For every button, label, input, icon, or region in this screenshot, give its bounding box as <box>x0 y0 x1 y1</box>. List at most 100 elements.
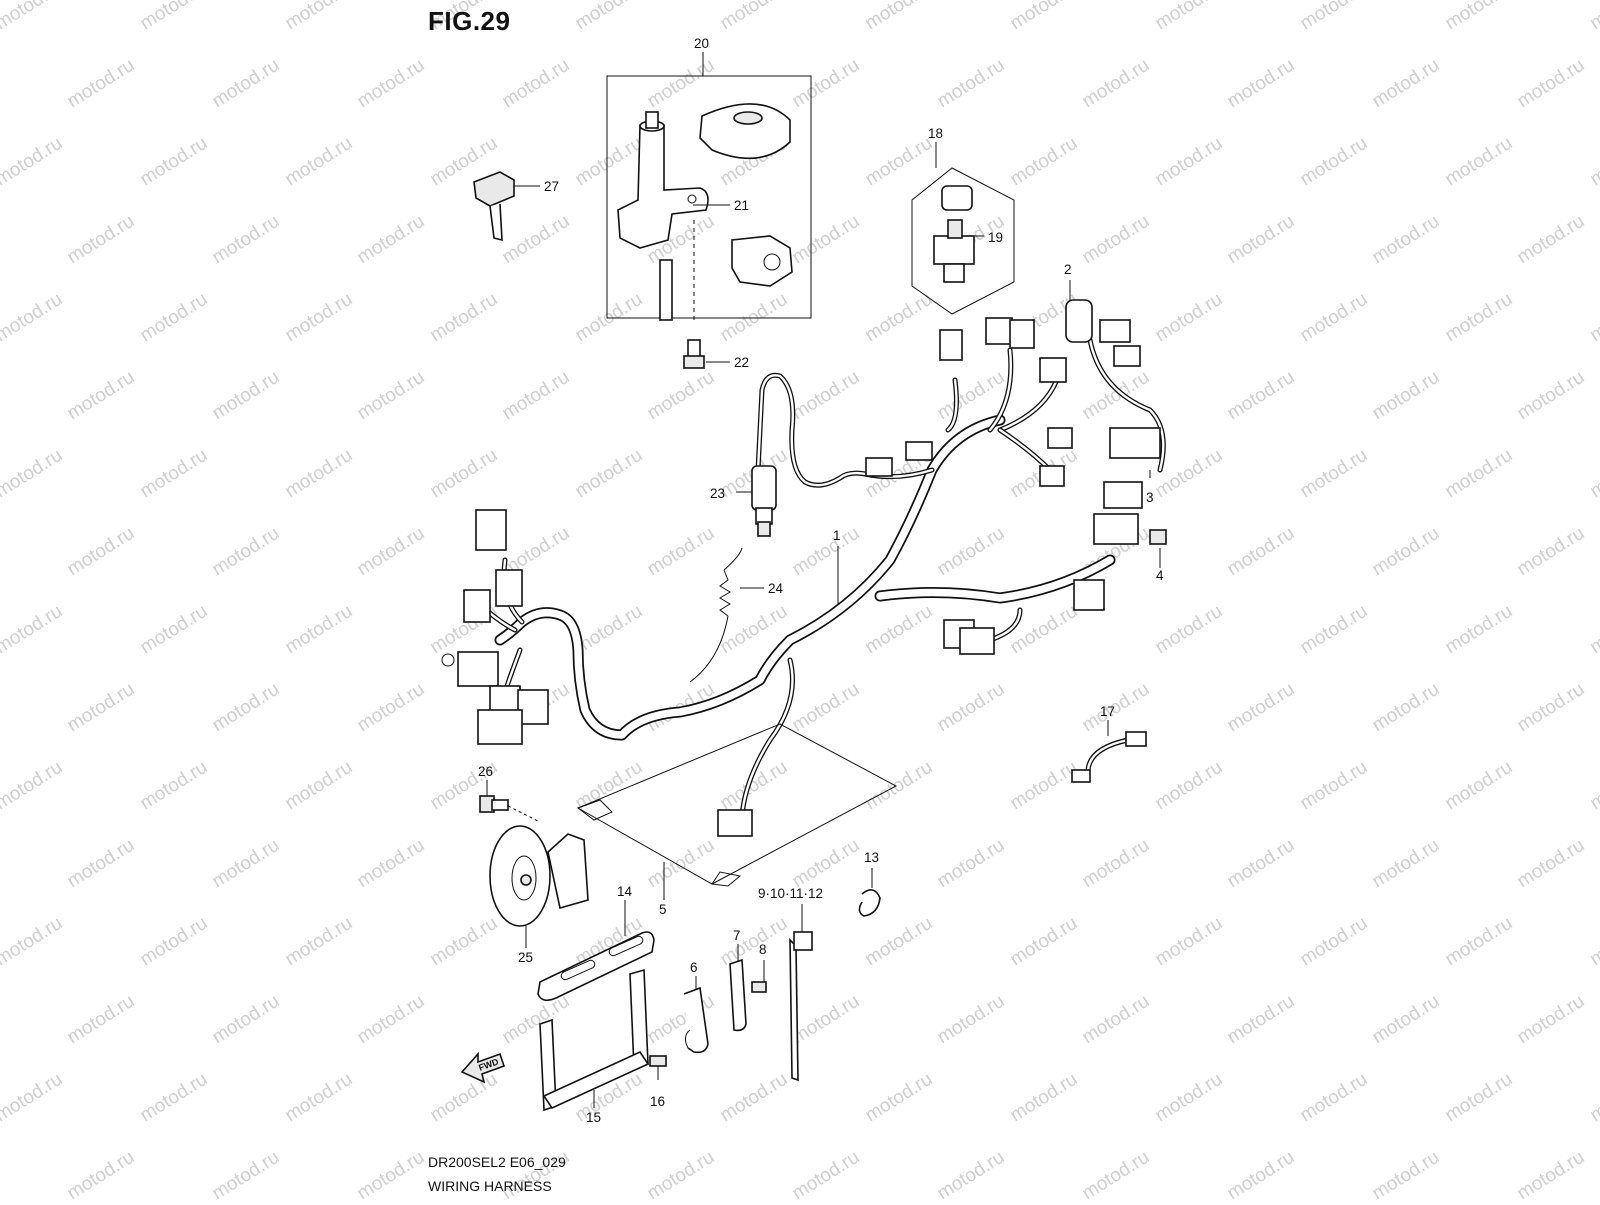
watermark-text: motod.ru <box>1587 289 1600 347</box>
callout-2: 2 <box>1064 262 1072 277</box>
bolt-8 <box>751 960 767 993</box>
watermark-text: motod.ru <box>137 289 212 347</box>
ignition-key <box>473 171 540 242</box>
watermark-text: motod.ru <box>1079 367 1154 425</box>
watermark-text: motod.ru <box>1224 679 1299 737</box>
watermark-text: motod.ru <box>209 835 284 893</box>
watermark-text: motod.ru <box>1369 991 1444 1049</box>
watermark-text: motod.ru <box>1007 913 1082 971</box>
watermark-text: motod.ru <box>1152 757 1227 815</box>
watermark-text: motod.ru <box>1297 601 1372 659</box>
watermark-text: motod.ru <box>0 445 66 503</box>
watermark-text: motod.ru <box>64 211 139 269</box>
watermark-text: motod.ru <box>1442 1069 1517 1127</box>
callout-15: 15 <box>586 1110 601 1125</box>
watermark-text: motod.ru <box>1224 1147 1299 1200</box>
watermark-text: motod.ru <box>1587 445 1600 503</box>
callout-24: 24 <box>768 581 784 596</box>
relay-3 <box>1109 427 1161 459</box>
watermark-text: motod.ru <box>499 367 574 425</box>
watermark-text: motod.ru <box>1442 445 1517 503</box>
watermark-text: motod.ru <box>0 601 66 659</box>
watermark-text: motod.ru <box>1369 523 1444 581</box>
watermark-text: motod.ru <box>1007 1069 1082 1127</box>
watermark-text: motod.ru <box>209 55 284 113</box>
watermark-text: motod.ru <box>209 367 284 425</box>
watermark-text: motod.ru <box>1079 991 1154 1049</box>
watermark-text: motod.ru <box>1587 757 1600 815</box>
watermark-text: motod.ru <box>789 679 864 737</box>
watermark-text: motod.ru <box>1587 601 1600 659</box>
watermark-text: motod.ru <box>644 367 719 425</box>
watermark-text: motod.ru <box>1297 913 1372 971</box>
watermark-text: motod.ru <box>1369 55 1444 113</box>
watermark-text: motod.ru <box>1152 0 1227 34</box>
callout-5: 5 <box>659 902 667 917</box>
watermark-text: motod.ru <box>137 133 212 191</box>
callout-4: 4 <box>1156 568 1164 583</box>
watermark-text: motod.ru <box>862 601 937 659</box>
callout-7: 7 <box>733 928 741 943</box>
watermark-text: motod.ru <box>789 523 864 581</box>
watermark-text: motod.ru <box>282 601 357 659</box>
watermark-text: motod.ru <box>789 367 864 425</box>
watermark-text: motod.ru <box>862 0 937 34</box>
watermark-text: motod.ru <box>644 523 719 581</box>
watermark-text: motod.ru <box>0 757 66 815</box>
watermark-text: motod.ru <box>1442 0 1517 34</box>
watermark-text: motod.ru <box>789 211 864 269</box>
band <box>537 900 655 1002</box>
brake-switch <box>736 465 777 537</box>
watermark-text: motod.ru <box>1369 679 1444 737</box>
ignition-set-box <box>606 75 812 319</box>
spring <box>689 547 764 683</box>
watermark-text: motod.ru <box>1007 133 1082 191</box>
callout-22: 22 <box>734 355 749 370</box>
watermark-text: motod.ru <box>1224 991 1299 1049</box>
watermark-text: motod.ru <box>644 55 719 113</box>
switch-set-18 <box>911 142 1015 315</box>
watermark-text: motod.ru <box>64 367 139 425</box>
watermark-text: motod.ru <box>1079 211 1154 269</box>
callouts: 1 2 3 4 5 6 7 8 9·10·11·12 13 14 15 16 1… <box>478 36 1164 1125</box>
harness-connectors <box>441 299 1167 837</box>
watermark-text: motod.ru <box>427 445 502 503</box>
watermark-text: motod.ru <box>64 991 139 1049</box>
watermark-text: motod.ru <box>427 1069 502 1127</box>
watermark-text: motod.ru <box>282 1069 357 1127</box>
watermark-text: motod.ru <box>354 991 429 1049</box>
watermark-text: motod.ru <box>862 1069 937 1127</box>
watermark-text: motod.ru <box>789 55 864 113</box>
watermark-text: motod.ru <box>1152 133 1227 191</box>
watermark-text: motod.ru <box>1224 835 1299 893</box>
watermark-text: motod.ru <box>354 679 429 737</box>
watermark-text: motod.ru <box>282 757 357 815</box>
callout-23: 23 <box>710 486 725 501</box>
forward-arrow: FWD <box>460 1051 506 1084</box>
watermark-text: motod.ru <box>137 913 212 971</box>
watermark-text: motod.ru <box>1369 835 1444 893</box>
watermark-text: motod.ru <box>1297 133 1372 191</box>
protector-sheet <box>576 723 898 900</box>
watermark-text: motod.ru <box>862 757 937 815</box>
main-harness <box>477 337 1166 819</box>
watermark-text: motod.ru <box>1152 1069 1227 1127</box>
watermark-text: motod.ru <box>499 991 574 1049</box>
watermark-text: motod.ru <box>427 289 502 347</box>
watermark-text: motod.ru <box>282 133 357 191</box>
watermark-text: motod.ru <box>1152 289 1227 347</box>
watermark-text: motod.ru <box>1224 367 1299 425</box>
callout-26: 26 <box>478 764 493 779</box>
watermark-text: motod.ru <box>1442 757 1517 815</box>
watermark-text: motod.ru <box>934 991 1009 1049</box>
bracket <box>539 968 650 1112</box>
watermark-text: motod.ru <box>934 1147 1009 1200</box>
watermark-text: motod.ru <box>137 601 212 659</box>
watermark-text: motod.ru <box>137 0 212 34</box>
watermark-text: motod.ru <box>1007 0 1082 34</box>
callout-8: 8 <box>759 942 767 957</box>
watermark-text: motod.ru <box>64 835 139 893</box>
callout-18: 18 <box>928 126 943 141</box>
watermark-text: motod.ru <box>0 913 66 971</box>
